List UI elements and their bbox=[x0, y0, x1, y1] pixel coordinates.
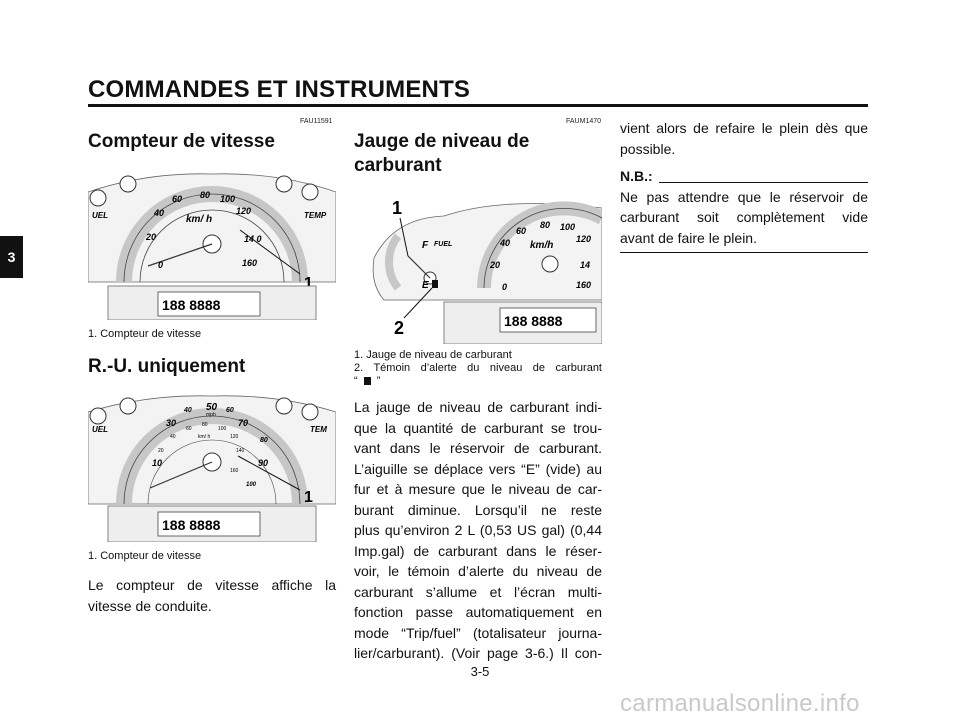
svg-text:FUEL: FUEL bbox=[434, 241, 452, 248]
svg-text:100: 100 bbox=[218, 426, 227, 432]
callout-fuel-gauge: 1 bbox=[392, 198, 402, 218]
reference-code: FAUM1470 bbox=[566, 118, 602, 125]
page-number: 3-5 bbox=[470, 664, 490, 679]
svg-text:60: 60 bbox=[186, 426, 192, 432]
speedometer-figure: UEL TEMP 60 80 100 120 40 20 km/ h 14 0 … bbox=[88, 162, 336, 320]
svg-text:UEL: UEL bbox=[92, 425, 108, 434]
subheading-uk-only: R.-U. uniquement bbox=[88, 356, 246, 377]
svg-text:0: 0 bbox=[158, 260, 163, 270]
svg-text:160: 160 bbox=[576, 280, 591, 290]
svg-text:km/h: km/h bbox=[530, 240, 553, 251]
svg-text:0: 0 bbox=[502, 282, 507, 292]
paragraph-line: Le compteur de vitesse affiche la bbox=[88, 577, 336, 593]
fuel-gauge-paragraph: La jauge de niveau de carburant indi- qu… bbox=[354, 399, 602, 661]
reference-code: FAU11591 bbox=[300, 118, 333, 125]
svg-text:120: 120 bbox=[236, 206, 251, 216]
watermark: carmanualsonline.info bbox=[620, 690, 860, 717]
continuation-paragraph: vient alors de refaire le plein dès que … bbox=[620, 120, 868, 157]
speedometer-uk-figure: UEL TEM 30 40 50 mph 60 70 80 90 10 100 … bbox=[88, 386, 336, 542]
svg-text:14: 14 bbox=[580, 260, 590, 270]
fuel-gauge-figure: 1 F FUEL E 2 60 80 100 40 km/h 120 20 14… bbox=[354, 188, 602, 344]
svg-text:188 8888: 188 8888 bbox=[162, 297, 221, 313]
svg-text:50: 50 bbox=[206, 402, 218, 413]
svg-text:80: 80 bbox=[540, 220, 550, 230]
figure-caption: “ ” bbox=[354, 375, 381, 387]
svg-text:20: 20 bbox=[145, 232, 156, 242]
svg-text:60: 60 bbox=[172, 194, 182, 204]
svg-text:70: 70 bbox=[238, 418, 248, 428]
svg-text:160: 160 bbox=[242, 258, 257, 268]
svg-text:E: E bbox=[422, 280, 429, 291]
svg-text:188 8888: 188 8888 bbox=[504, 313, 563, 329]
note-block: N.B.: Ne pas attendre que le réservoir d… bbox=[620, 166, 868, 253]
svg-text:1: 1 bbox=[304, 489, 313, 506]
svg-text:40: 40 bbox=[170, 434, 176, 440]
svg-text:60: 60 bbox=[516, 226, 526, 236]
callout-fuel-warning: 2 bbox=[394, 318, 404, 338]
svg-text:TEM: TEM bbox=[310, 425, 327, 434]
svg-text:60: 60 bbox=[226, 407, 234, 414]
fuel-pump-icon bbox=[363, 377, 371, 385]
svg-text:20: 20 bbox=[489, 260, 500, 270]
svg-text:100: 100 bbox=[220, 194, 235, 204]
section-heading-speedometer: Compteur de vitesse bbox=[88, 131, 275, 152]
svg-text:km/ h: km/ h bbox=[198, 434, 210, 440]
svg-text:40: 40 bbox=[183, 407, 192, 414]
svg-text:30: 30 bbox=[166, 418, 176, 428]
svg-text:160: 160 bbox=[230, 468, 239, 474]
section-heading-fuel: Jauge de niveau de bbox=[354, 131, 530, 152]
svg-text:188 8888: 188 8888 bbox=[162, 517, 221, 533]
figure-caption: 1. Jauge de niveau de carburant bbox=[354, 349, 512, 361]
svg-text:100: 100 bbox=[560, 222, 575, 232]
svg-text:120: 120 bbox=[230, 434, 239, 440]
svg-text:140: 140 bbox=[236, 448, 245, 454]
svg-text:90: 90 bbox=[258, 458, 268, 468]
note-label: N.B.: bbox=[620, 168, 653, 184]
svg-text:mph: mph bbox=[206, 412, 216, 418]
paragraph-line: vitesse de conduite. bbox=[88, 598, 212, 614]
header-rule bbox=[88, 104, 868, 107]
svg-text:100: 100 bbox=[246, 482, 257, 488]
kmh-label: km/ h bbox=[186, 214, 212, 225]
svg-text:80: 80 bbox=[260, 437, 268, 444]
svg-text:120: 120 bbox=[576, 234, 591, 244]
figure-caption: 1. Compteur de vitesse bbox=[88, 328, 202, 340]
svg-text:10: 10 bbox=[152, 458, 162, 468]
svg-text:F: F bbox=[422, 240, 429, 251]
svg-text:40: 40 bbox=[153, 208, 164, 218]
temp-label: TEMP bbox=[304, 211, 327, 220]
svg-text:40: 40 bbox=[499, 238, 510, 248]
section-heading-fuel-line2: carburant bbox=[354, 155, 442, 176]
note-end-rule bbox=[620, 252, 868, 253]
chapter-tab: 3 bbox=[0, 236, 23, 278]
figure-caption: 2. Témoin d’alerte du niveau de carburan… bbox=[354, 362, 602, 374]
callout-number: 1 bbox=[304, 275, 313, 292]
fuel-label: UEL bbox=[92, 211, 108, 220]
svg-text:80: 80 bbox=[200, 190, 210, 200]
figure-caption: 1. Compteur de vitesse bbox=[88, 550, 202, 562]
page-header-title: COMMANDES ET INSTRUMENTS bbox=[88, 76, 471, 103]
note-rule bbox=[658, 181, 868, 183]
svg-text:80: 80 bbox=[202, 422, 208, 428]
svg-text:20: 20 bbox=[158, 448, 164, 454]
